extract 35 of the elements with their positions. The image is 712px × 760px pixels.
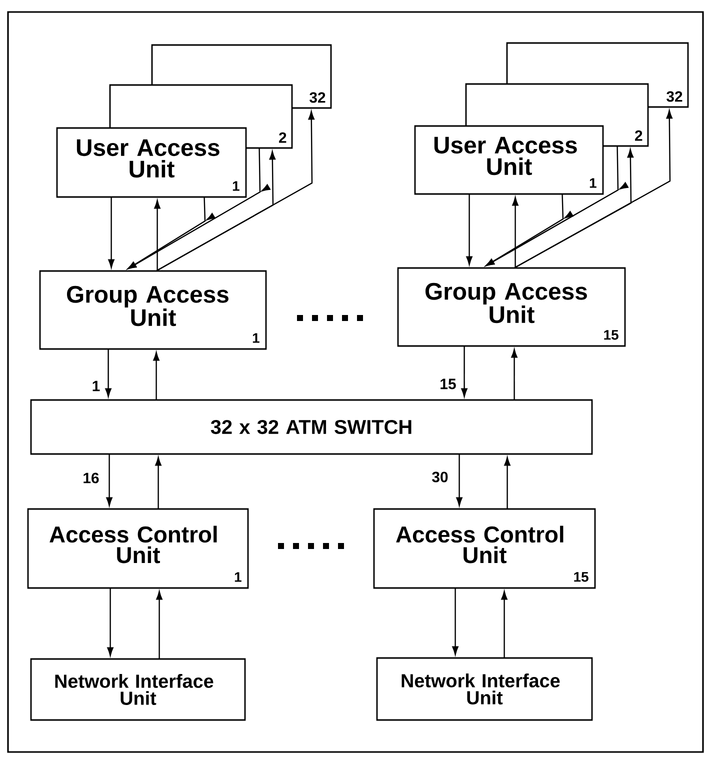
edge-label: 1 [90, 380, 102, 392]
edge-label: 30 [430, 470, 450, 484]
arrow [156, 591, 162, 659]
arrow [107, 588, 114, 656]
arrow [128, 197, 216, 270]
arrow [452, 588, 458, 655]
unit-box: 32 x 32 ATM SWITCH [30, 399, 593, 455]
arrow [511, 349, 518, 400]
arrow [501, 591, 508, 658]
arrow [512, 197, 518, 268]
arrow [154, 200, 160, 271]
arrow [461, 346, 468, 398]
arrow [486, 194, 574, 266]
arrow [128, 148, 270, 270]
arrow [456, 454, 462, 506]
arrow [514, 110, 673, 268]
arrow [105, 349, 112, 398]
unit-box: Group Access Unit 1 [39, 270, 267, 350]
arrow [106, 454, 112, 506]
arrow [486, 146, 628, 266]
unit-box: Access Control Unit 1 [27, 508, 249, 589]
arrow [156, 111, 315, 271]
unit-box: Group Access Unit 15 [397, 267, 626, 347]
unit-box: Access Control Unit 15 [373, 508, 596, 589]
edge-label: 16 [82, 472, 100, 484]
arrow [466, 194, 472, 266]
arrow [153, 352, 160, 400]
unit-box: User Access Unit 1 [414, 125, 604, 195]
edge-label: 15 [438, 378, 458, 390]
arrow [155, 457, 162, 509]
unit-box: Network Interface Unit [376, 657, 593, 721]
unit-box: User Access Unit 1 [56, 127, 247, 198]
arrow [504, 457, 510, 509]
arrow [108, 197, 114, 268]
unit-box: Network Interface Unit [30, 658, 246, 721]
